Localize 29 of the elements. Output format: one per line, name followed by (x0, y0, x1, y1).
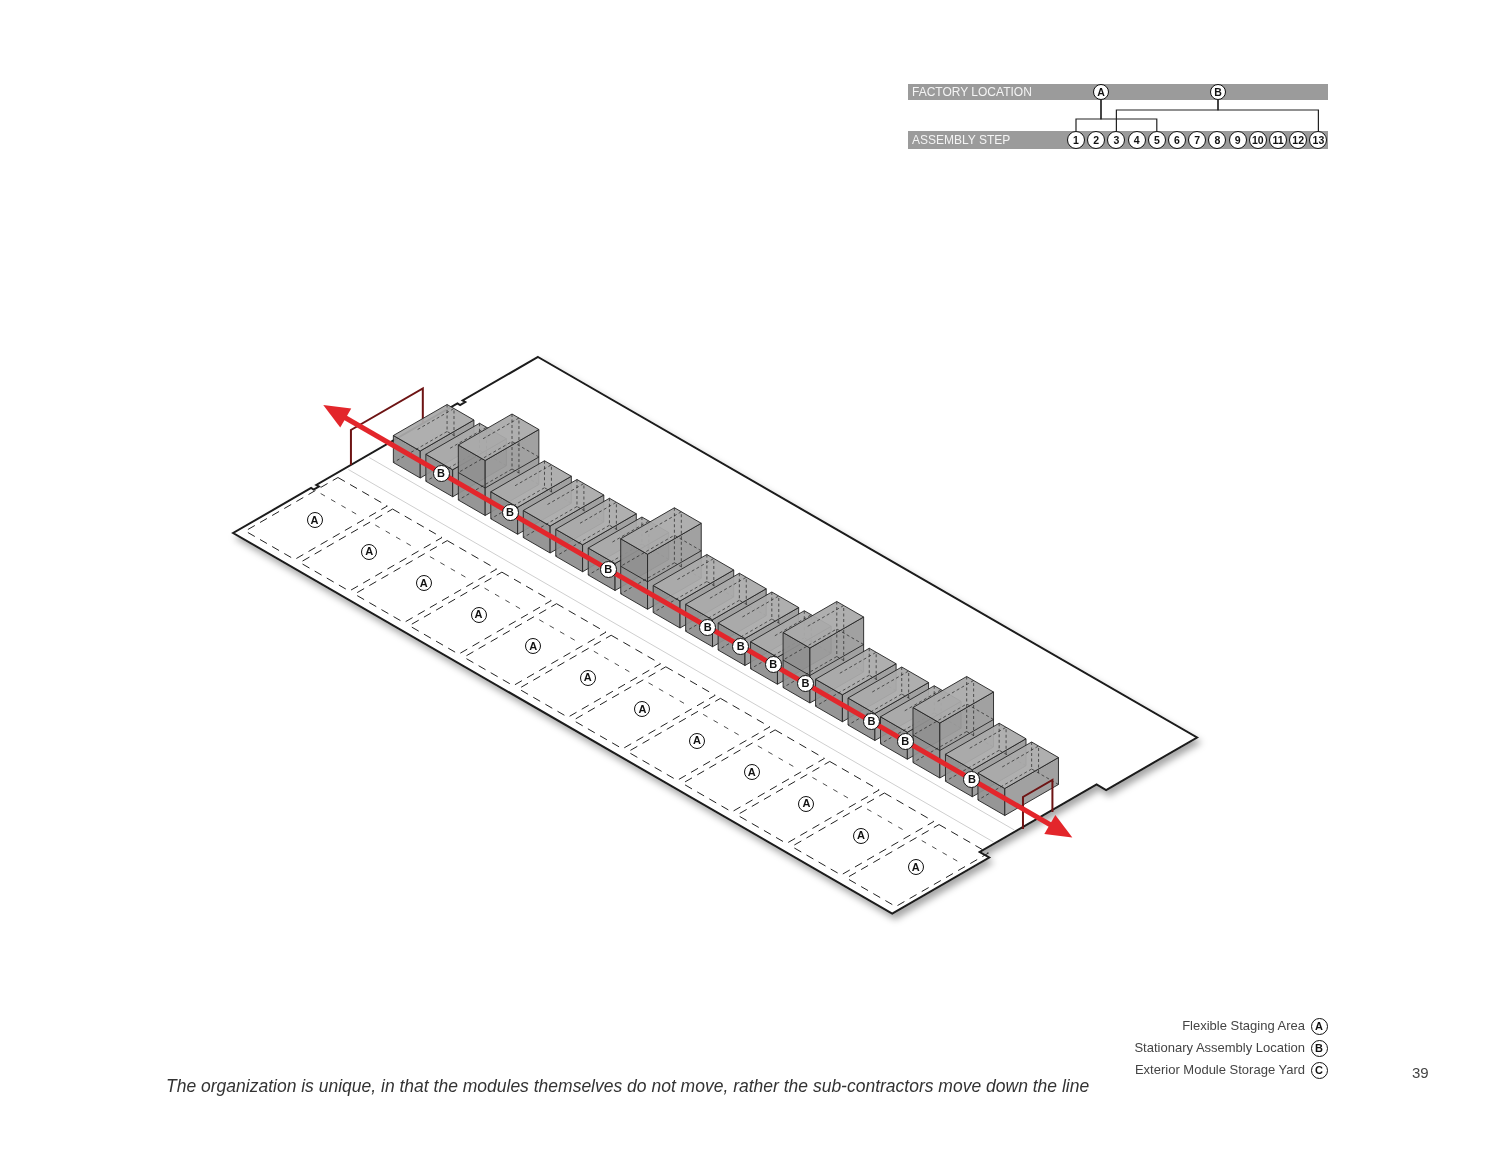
band-label: ASSEMBLY STEP (912, 132, 1011, 149)
label-band (908, 84, 1328, 100)
step-marker: 3 (1107, 131, 1126, 149)
step-marker: 9 (1228, 131, 1247, 149)
step-marker: 1 (1067, 131, 1085, 149)
location-marker: A (1093, 84, 1109, 100)
step-marker: 8 (1208, 131, 1227, 149)
step-marker: 12 (1289, 131, 1308, 149)
band-label: FACTORY LOCATION (912, 84, 1032, 100)
location-marker: B (1210, 84, 1226, 100)
key-letter: A (1310, 1017, 1328, 1035)
step-marker: 10 (1248, 131, 1267, 149)
legend-text: Exterior Module Storage Yard (1134, 1062, 1305, 1078)
legend-text: Stationary Assembly Location (1134, 1040, 1305, 1056)
key-letter: C (1310, 1061, 1328, 1079)
label-band (908, 131, 1328, 149)
step-marker: 5 (1147, 131, 1166, 149)
step-marker: 6 (1168, 131, 1186, 149)
step-marker: 4 (1127, 131, 1146, 149)
bracket-line (1217, 99, 1319, 132)
step-marker: 2 (1087, 131, 1106, 149)
legend-text: Flexible Staging Area (1182, 1018, 1305, 1034)
step-marker: 11 (1269, 131, 1287, 149)
caption: The organization is unique, in that the modules themselves do not move, rather the sub-contractors move down the line (166, 1076, 1090, 1096)
page-number: 39 (1412, 1064, 1429, 1082)
step-marker: 13 (1309, 131, 1328, 149)
bracket-line (1100, 99, 1158, 132)
key-letter: B (1310, 1039, 1328, 1057)
step-marker: 7 (1188, 131, 1207, 149)
